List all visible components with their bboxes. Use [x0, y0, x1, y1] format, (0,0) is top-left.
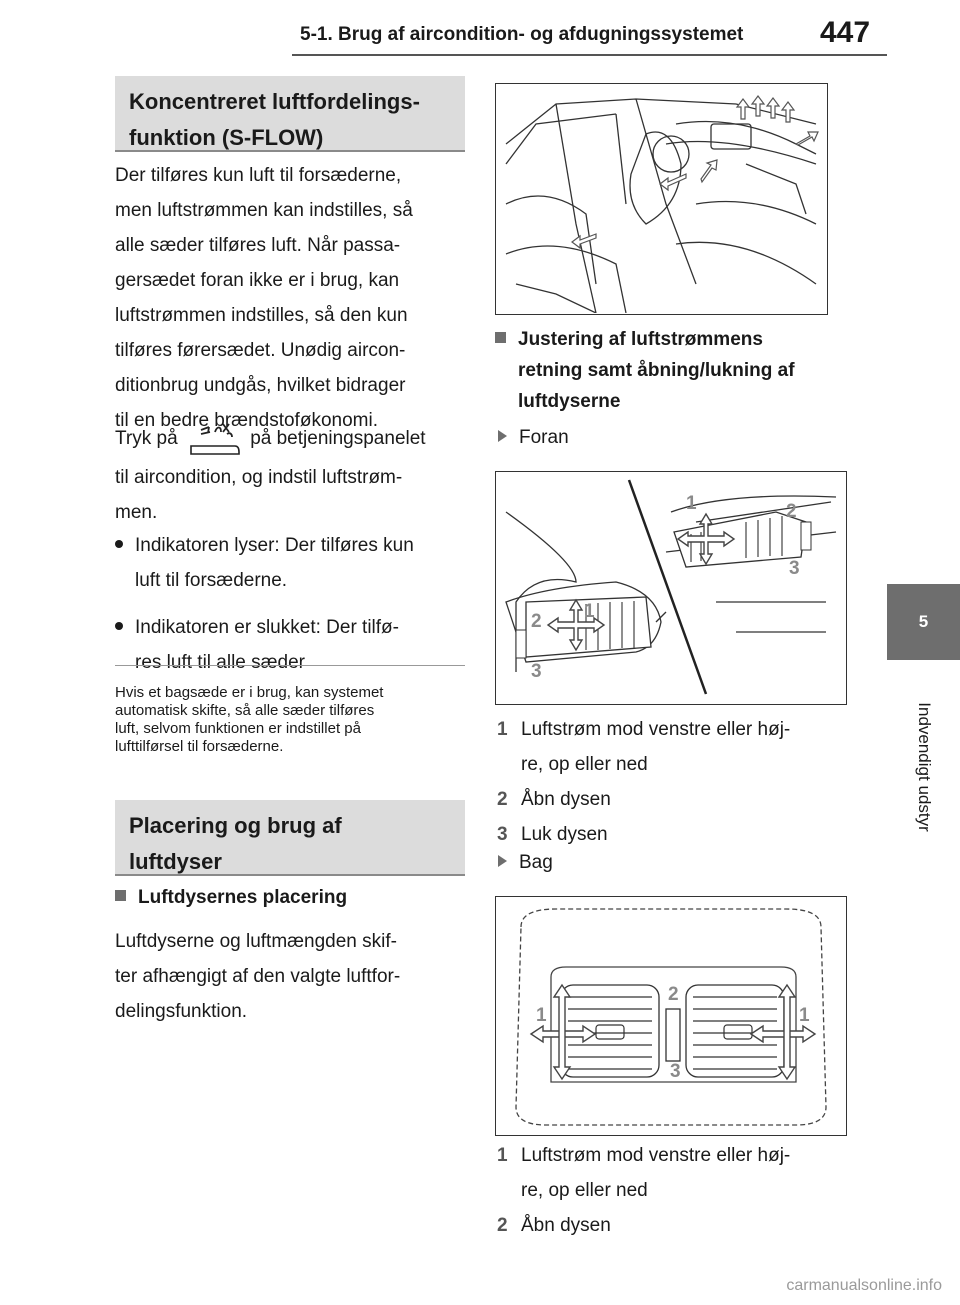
sub-heading-line: luftdyserne: [518, 391, 621, 412]
running-header-title: 5-1. Brug af aircondition- og afdugnings…: [300, 24, 744, 45]
sub-heading-line: Justering af luftstrømmens: [495, 324, 855, 355]
triangle-bullet-icon: [498, 430, 507, 442]
watermark: carmanualsonline.info: [786, 1277, 942, 1294]
front-vents-illustration: 1 2 3 1 2 3: [495, 471, 847, 705]
vent-location-paragraph: Luftdyserne og luftmængden skif- ter afh…: [115, 924, 475, 1029]
sub-heading-line: retning samt åbning/lukning af: [518, 360, 795, 381]
text-line: Der tilføres kun luft til forsæderne,: [115, 165, 402, 186]
page-number: 447: [820, 16, 871, 49]
front-fig-label-3-right: 3: [789, 558, 800, 579]
text-line: automatisk skifte, så alle sæder tilføre…: [115, 702, 375, 719]
text-line: delingsfunktion.: [115, 1001, 248, 1022]
chapter-tab: 5: [887, 584, 960, 660]
text-line: Luftdyserne og luftmængden skif-: [115, 931, 397, 952]
front-label: Foran: [498, 420, 569, 455]
front-fig-label-1-left: 1: [584, 601, 595, 622]
rear-label-text: Bag: [519, 852, 553, 873]
text-line: luft, selvom funktionen er indstillet på: [115, 720, 361, 737]
front-vents-drawing: 1 2 3 1 2 3: [505, 479, 837, 695]
rear-vents-drawing: 1 1 2 3: [515, 908, 827, 1126]
bullet-icon: [115, 540, 123, 548]
bullet-text-cont: res luft til alle sæder: [135, 652, 306, 673]
text-line: ditionbrug undgås, hvilket bidrager: [115, 375, 406, 396]
bullet-text-cont: luft til forsæderne.: [135, 570, 288, 591]
legend-number: 2: [497, 789, 508, 810]
rear-fig-label-2: 2: [668, 984, 679, 1005]
s-flow-button-icon: [190, 423, 240, 455]
text-line: ter afhængigt af den valgte luftfor-: [115, 966, 401, 987]
front-fig-label-3-left: 3: [531, 661, 542, 682]
bullet-icon: [115, 622, 123, 630]
text-line: til en bedre brændstoføkonomi.: [115, 410, 378, 431]
legend-number: 1: [497, 1145, 508, 1166]
legend-item: 1 Luftstrøm mod venstre eller høj-: [497, 712, 857, 747]
legend-item: 2 Åbn dysen: [497, 782, 857, 817]
rear-legend: 1 Luftstrøm mod venstre eller høj- re, op…: [497, 1138, 857, 1243]
section-title-s-flow: Koncentreret luftfordelings- funktion (S…: [115, 76, 465, 152]
chapter-label-text: Indvendigt udstyr: [914, 702, 934, 832]
bullet-text: Indikatoren lyser: Der tilføres kun: [135, 535, 414, 556]
section-title-line: funktion (S-FLOW): [129, 125, 324, 150]
header-divider: [292, 54, 887, 56]
legend-text: Luftstrøm mod venstre eller høj-: [521, 1145, 791, 1166]
legend-number: 2: [497, 1215, 508, 1236]
note-divider: [115, 665, 465, 666]
rear-fig-label-1-right: 1: [799, 1005, 810, 1026]
legend-item: 3 Luk dysen: [497, 817, 857, 852]
legend-number: 1: [497, 719, 508, 740]
text-line: lufttilførsel til forsæderne.: [115, 738, 284, 755]
sub-heading-vent-location: Luftdysernes placering: [115, 882, 475, 913]
legend-text: Åbn dysen: [521, 789, 611, 810]
rear-fig-label-1-left: 1: [536, 1005, 547, 1026]
text-line: Tryk på på betjeningspanelet: [115, 420, 475, 456]
front-label-text: Foran: [519, 427, 569, 448]
sub-heading-text: Luftdysernes placering: [138, 887, 348, 908]
legend-text-cont: re, op eller ned: [521, 1180, 648, 1201]
press-suffix: på betjeningspanelet: [250, 428, 426, 449]
text-line: til aircondition, og indstil luftstrøm-: [115, 467, 403, 488]
legend-item: 1 Luftstrøm mod venstre eller høj-: [497, 1138, 857, 1173]
chapter-label: Indvendigt udstyr: [887, 672, 960, 862]
press-instruction: Tryk på på betjeningspanelet til aircond…: [115, 420, 475, 530]
text-line: gersædet foran ikke er i brug, kan: [115, 270, 400, 291]
s-flow-paragraph: Der tilføres kun luft til forsæderne, me…: [115, 158, 475, 438]
section-title-line: luftdyser: [129, 849, 222, 874]
square-bullet-icon: [495, 332, 506, 343]
car-interior-drawing: [505, 95, 819, 314]
car-interior-illustration: [495, 83, 828, 315]
front-fig-label-1-right: 1: [686, 493, 697, 514]
legend-item: 2 Åbn dysen: [497, 1208, 857, 1243]
chapter-number: 5: [918, 612, 929, 631]
section-title-line: Koncentreret luftfordelings-: [129, 89, 420, 114]
legend-text-cont: re, op eller ned: [521, 754, 648, 775]
rear-vents-illustration: 1 1 2 3: [495, 896, 847, 1136]
square-bullet-icon: [115, 890, 126, 901]
rear-fig-label-3: 3: [670, 1061, 681, 1082]
section-title-vents: Placering og brug af luftdyser: [115, 800, 465, 876]
rear-label: Bag: [498, 845, 553, 880]
press-prefix: Tryk på: [115, 428, 178, 449]
front-fig-label-2-left: 2: [531, 611, 542, 632]
front-fig-label-2-right: 2: [786, 501, 797, 522]
text-line: men luftstrømmen kan indstilles, så: [115, 200, 413, 221]
section-title-line: Placering og brug af: [129, 813, 342, 838]
text-line: alle sæder tilføres luft. Når passa-: [115, 235, 401, 256]
sub-heading-adjust: Justering af luftstrømmens retning samt …: [495, 324, 855, 417]
text-line: Hvis et bagsæde er i brug, kan systemet: [115, 684, 384, 701]
bullet-text: Indikatoren er slukket: Der tilfø-: [135, 617, 399, 638]
note-text: Hvis et bagsæde er i brug, kan systemet …: [115, 684, 475, 756]
list-item: Indikatoren lyser: Der tilføres kun: [115, 528, 475, 563]
text-line: luftstrømmen indstilles, så den kun: [115, 305, 408, 326]
triangle-bullet-icon: [498, 855, 507, 867]
text-line: men.: [115, 502, 158, 523]
indicator-bullets: Indikatoren lyser: Der tilføres kun luft…: [115, 528, 475, 680]
legend-text: Luftstrøm mod venstre eller høj-: [521, 719, 791, 740]
list-item: Indikatoren er slukket: Der tilfø-: [115, 610, 475, 645]
legend-text: Luk dysen: [521, 824, 608, 845]
sub-heading-text: Justering af luftstrømmens: [518, 329, 763, 350]
legend-text: Åbn dysen: [521, 1215, 611, 1236]
legend-number: 3: [497, 824, 508, 845]
front-legend: 1 Luftstrøm mod venstre eller høj- re, op…: [497, 712, 857, 852]
text-line: tilføres førersædet. Unødig aircon-: [115, 340, 406, 361]
